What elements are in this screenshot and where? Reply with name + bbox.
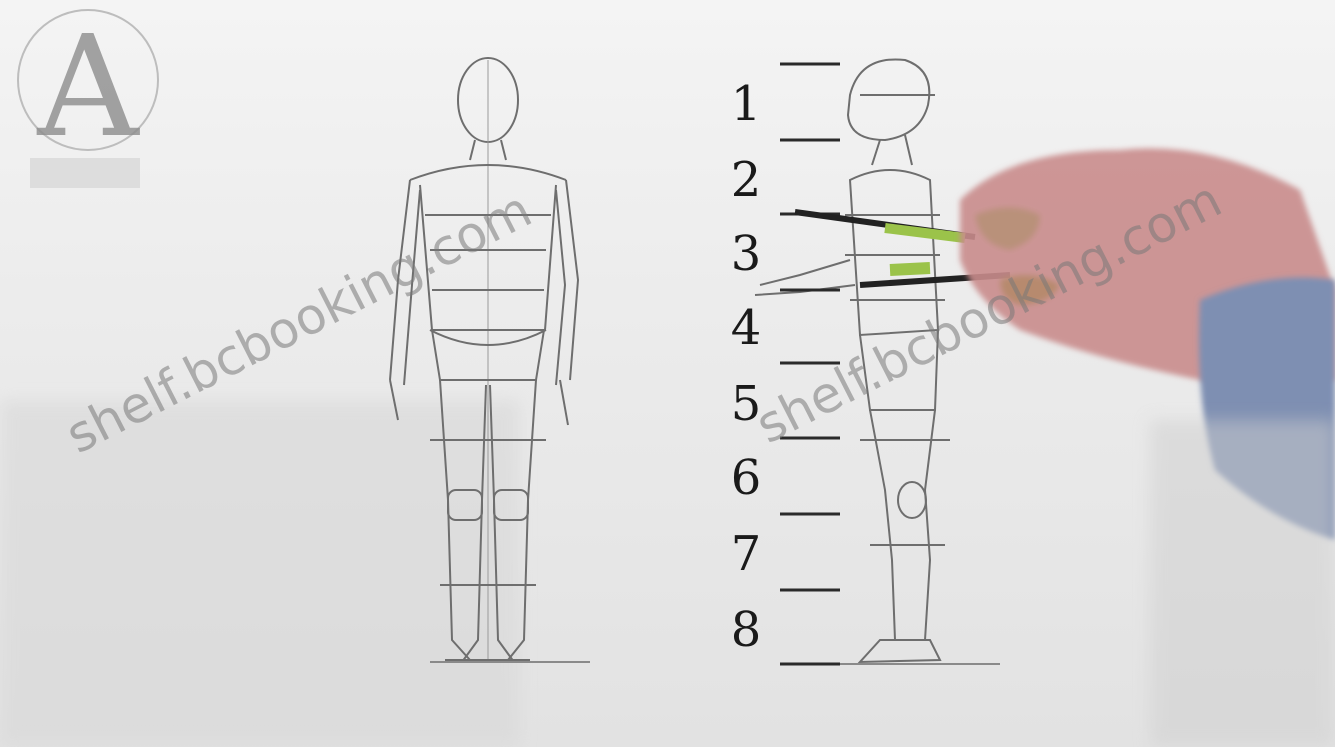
height-marker-1: 1 [726,80,766,128]
height-marker-4: 4 [726,304,766,352]
height-marker-3: 3 [726,230,766,278]
logo-letter: A [28,18,148,158]
height-marker-7: 7 [726,530,766,578]
height-marker-2: 2 [726,156,766,204]
height-marker-8: 8 [726,606,766,654]
height-marker-6: 6 [726,454,766,502]
